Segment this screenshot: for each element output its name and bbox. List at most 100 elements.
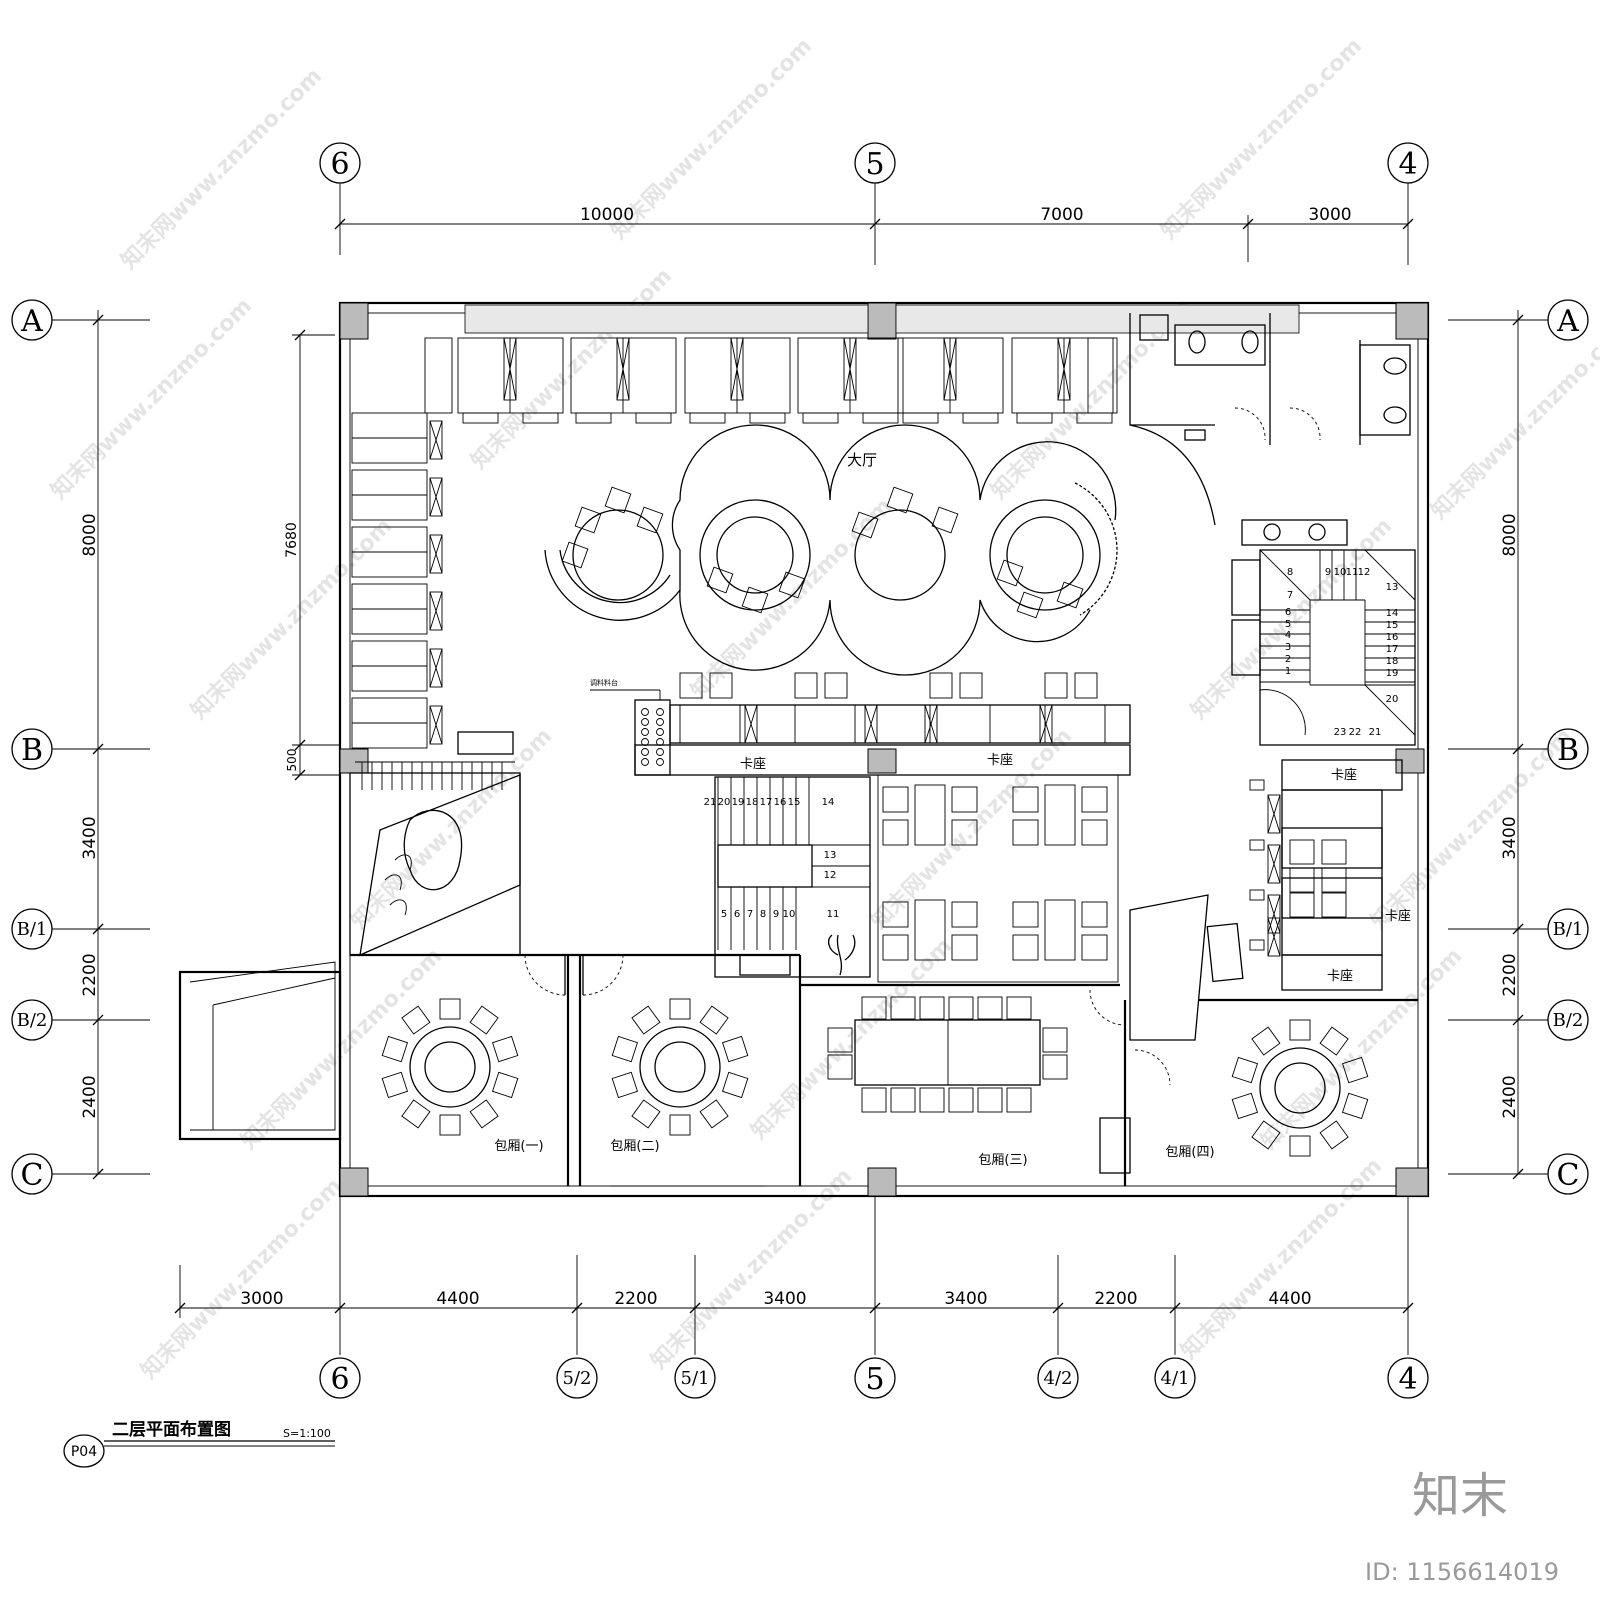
watermark-text: 知末网www.znzmo.com xyxy=(116,63,327,274)
booth-seat xyxy=(1249,939,1265,951)
stair-step-number: 21 xyxy=(704,797,717,808)
top-booth-row xyxy=(424,337,1118,424)
counter-item xyxy=(656,728,664,736)
chair xyxy=(631,1005,661,1035)
right-booths xyxy=(1249,759,1403,991)
watermark-text: 知末网www.znzmo.com xyxy=(46,293,257,504)
booth-divider xyxy=(429,534,443,574)
chair xyxy=(1042,1027,1068,1053)
round-table xyxy=(639,1026,721,1108)
dim-bottom-2200-b: 2200 xyxy=(1094,1289,1137,1309)
booth-seat xyxy=(522,412,559,424)
counter-item xyxy=(641,728,649,736)
table xyxy=(914,899,946,961)
stair-step-number: 16 xyxy=(774,797,787,808)
chair xyxy=(778,571,806,599)
label-private-2: 包厢(二) xyxy=(610,1139,659,1154)
chair xyxy=(1012,901,1039,928)
dim-inner-500: 500 xyxy=(285,749,299,772)
chair xyxy=(919,996,945,1020)
chair xyxy=(574,506,602,534)
axis-left-A: A xyxy=(20,304,43,339)
axis-bottom-5-1: 5/1 xyxy=(681,1368,710,1389)
axis-right-B1: B/1 xyxy=(1553,919,1584,940)
label-private-4: 包厢(四) xyxy=(1165,1145,1214,1160)
building-walls xyxy=(178,301,1430,1198)
chair xyxy=(886,486,914,514)
chair xyxy=(882,786,909,813)
chair xyxy=(401,1005,431,1035)
stair-step-number: 8 xyxy=(1287,567,1293,578)
dim-top-3000: 3000 xyxy=(1308,205,1351,225)
sheet-number: P04 xyxy=(71,1444,97,1460)
axis-bottom-4: 4 xyxy=(1398,1362,1417,1397)
chair xyxy=(1056,581,1084,609)
private-room-doors xyxy=(524,954,791,996)
chair xyxy=(1341,1056,1369,1084)
table xyxy=(1044,784,1076,846)
dim-left-3400: 3400 xyxy=(80,816,100,859)
booth xyxy=(897,337,1004,414)
plant-icon xyxy=(827,934,856,976)
counter-item xyxy=(656,748,664,756)
chair xyxy=(1231,1056,1259,1084)
chair xyxy=(491,1071,519,1099)
axis-left-B2: B/2 xyxy=(17,1010,48,1031)
chair xyxy=(882,934,909,961)
booth-seat xyxy=(575,412,612,424)
watermark-text: 知末网www.znzmo.com xyxy=(346,723,557,934)
chair xyxy=(827,1027,853,1053)
chair xyxy=(1042,1054,1068,1080)
drawing-scale: S=1:100 xyxy=(283,1427,331,1440)
dim-left-2200: 2200 xyxy=(80,953,100,996)
chair xyxy=(1074,672,1098,699)
chair xyxy=(1251,1026,1281,1056)
dim-right-3400: 3400 xyxy=(1500,816,1520,859)
axis-right-C: C xyxy=(1557,1158,1580,1193)
dim-right-2200: 2200 xyxy=(1500,953,1520,996)
chair xyxy=(561,541,589,569)
chair xyxy=(699,1099,729,1129)
counter-item xyxy=(641,708,649,716)
dim-top-10000: 10000 xyxy=(580,205,634,225)
stair-step-number: 6 xyxy=(1285,607,1291,618)
label-counter: 调料料台 xyxy=(590,678,618,687)
watermark-text: 知末网www.znzmo.com xyxy=(136,1173,347,1384)
booth-table xyxy=(679,704,741,744)
chair xyxy=(1012,819,1039,846)
chair xyxy=(951,819,978,846)
chair xyxy=(469,1099,499,1129)
stair-step-number: 8 xyxy=(760,909,766,920)
booth-divider xyxy=(429,648,443,688)
stair-step-number: 10 xyxy=(1334,567,1347,578)
chair xyxy=(929,672,953,699)
chair xyxy=(959,672,983,699)
stair-step-number: 1 xyxy=(1285,666,1291,677)
table xyxy=(1044,899,1076,961)
table-area-border xyxy=(877,774,1119,983)
stair-step-number: 9 xyxy=(1325,567,1331,578)
chair xyxy=(1319,1026,1349,1056)
stair-step-number: 2 xyxy=(1285,654,1291,665)
stair-step-number: 13 xyxy=(824,850,837,861)
chair xyxy=(1341,1092,1369,1120)
booth-divider xyxy=(429,705,443,745)
dim-inner-7680: 7680 xyxy=(284,522,300,558)
chair xyxy=(948,1087,974,1113)
stair-step-number: 3 xyxy=(1285,642,1291,653)
chair xyxy=(439,1114,461,1136)
stair-step-number: 7 xyxy=(1287,590,1293,601)
axis-bottom-6: 6 xyxy=(330,1362,349,1397)
booth xyxy=(684,337,791,414)
label-booth-2: 卡座 xyxy=(987,753,1013,768)
stair-step-number: 5 xyxy=(721,909,727,920)
label-private-1: 包厢(一) xyxy=(494,1139,543,1154)
booth-divider xyxy=(1057,337,1071,401)
axis-left-B: B xyxy=(21,733,43,768)
bottom-grid-axes: 3000 4400 2200 3400 3400 2200 4400 6 5/2… xyxy=(174,1195,1429,1399)
stair-step-number: 9 xyxy=(773,909,779,920)
lazy-susan xyxy=(654,1041,706,1093)
dim-right-2400: 2400 xyxy=(1500,1075,1520,1118)
axis-bottom-5-2: 5/2 xyxy=(563,1368,592,1389)
booth-divider xyxy=(864,704,878,744)
